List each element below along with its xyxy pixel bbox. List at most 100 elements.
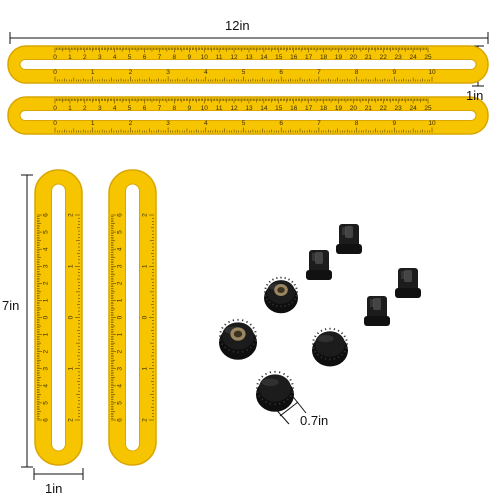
inch-label: 1 <box>68 264 75 268</box>
inch-label: 9 <box>392 69 396 76</box>
inch-label: 2 <box>142 418 149 422</box>
inch-label: 8 <box>355 69 359 76</box>
cm-label: 4 <box>117 384 124 388</box>
cm-label: 21 <box>365 105 373 112</box>
cm-label: 23 <box>395 105 403 112</box>
cm-label: 2 <box>83 54 87 61</box>
cm-label: 7 <box>158 54 162 61</box>
cm-label: 16 <box>290 105 298 112</box>
inch-label: 5 <box>242 69 246 76</box>
knob-4 <box>256 370 294 412</box>
cm-label: 6 <box>43 418 50 422</box>
dimension-line-7in <box>21 174 33 468</box>
cm-label: 24 <box>409 105 417 112</box>
cm-label: 6 <box>117 418 124 422</box>
cm-label: 6 <box>143 54 147 61</box>
inch-label: 2 <box>129 120 133 127</box>
cm-label: 20 <box>350 54 358 61</box>
cm-label: 19 <box>335 54 343 61</box>
cm-label: 4 <box>113 105 117 112</box>
cm-label: 7 <box>158 105 162 112</box>
cm-label: 5 <box>117 230 124 234</box>
cm-label: 4 <box>113 54 117 61</box>
cm-label: 3 <box>117 367 124 371</box>
cm-label: 1 <box>117 332 124 336</box>
cm-label: 2 <box>43 349 50 353</box>
cm-label: 4 <box>43 247 50 251</box>
cm-label: 25 <box>424 105 432 112</box>
cm-label: 15 <box>275 105 283 112</box>
dimension-line-1in-bottom <box>33 468 84 480</box>
cm-label: 5 <box>43 401 50 405</box>
cm-label: 1 <box>68 54 72 61</box>
cm-label: 9 <box>187 54 191 61</box>
cm-label: 14 <box>260 105 268 112</box>
cm-label: 6 <box>43 213 50 217</box>
cm-label: 1 <box>43 298 50 302</box>
label-1in-bottom: 1in <box>45 481 63 496</box>
cm-label: 10 <box>201 105 209 112</box>
connector-2 <box>306 250 332 280</box>
cm-label: 15 <box>275 54 283 61</box>
inch-label: 10 <box>428 69 436 76</box>
inch-label: 0 <box>53 120 57 127</box>
dimension-line-12in <box>9 32 489 44</box>
cm-label: 11 <box>216 105 223 112</box>
cm-label: 8 <box>173 105 177 112</box>
hardware-parts <box>219 224 421 412</box>
inch-label: 1 <box>142 264 149 268</box>
cm-label: 5 <box>128 105 132 112</box>
cm-label: 24 <box>409 54 417 61</box>
cm-label: 22 <box>380 105 388 112</box>
cm-label: 19 <box>335 105 343 112</box>
inch-label: 5 <box>242 120 246 127</box>
inch-label: 8 <box>355 120 359 127</box>
connector-4 <box>364 296 390 326</box>
knob-1 <box>264 276 298 314</box>
inch-label: 2 <box>68 213 75 217</box>
inch-label: 0 <box>68 315 75 319</box>
connector-3 <box>395 268 421 298</box>
cm-label: 3 <box>43 367 50 371</box>
inch-label: 7 <box>317 120 321 127</box>
cm-label: 25 <box>424 54 432 61</box>
cm-label: 18 <box>320 54 328 61</box>
cm-label: 6 <box>117 213 124 217</box>
cm-label: 0 <box>53 54 57 61</box>
cm-label: 13 <box>245 54 253 61</box>
cm-label: 22 <box>380 54 388 61</box>
label-0-7in: 0.7in <box>300 413 329 428</box>
label-12in: 12in <box>225 18 250 33</box>
inch-label: 1 <box>68 367 75 371</box>
cm-label: 18 <box>320 105 328 112</box>
cm-label: 20 <box>350 105 358 112</box>
inch-label: 10 <box>428 120 436 127</box>
cm-label: 9 <box>187 105 191 112</box>
cm-label: 5 <box>128 54 132 61</box>
cm-label: 5 <box>117 401 124 405</box>
label-7in: 7in <box>2 298 20 313</box>
connector-1 <box>336 224 362 254</box>
inch-label: 9 <box>392 120 396 127</box>
cm-label: 3 <box>117 264 124 268</box>
cm-label: 4 <box>43 384 50 388</box>
cm-label: 2 <box>117 349 124 353</box>
inch-label: 0 <box>53 69 57 76</box>
inch-label: 3 <box>166 69 170 76</box>
cm-label: 17 <box>305 105 313 112</box>
cm-label: 4 <box>117 247 124 251</box>
cm-label: 2 <box>43 281 50 285</box>
cm-label: 12 <box>230 54 238 61</box>
cm-label: 0 <box>117 315 124 319</box>
cm-label: 2 <box>83 105 87 112</box>
inch-label: 2 <box>129 69 133 76</box>
cm-label: 11 <box>216 54 223 61</box>
inch-label: 4 <box>204 120 208 127</box>
cm-label: 0 <box>53 105 57 112</box>
cm-label: 14 <box>260 54 268 61</box>
